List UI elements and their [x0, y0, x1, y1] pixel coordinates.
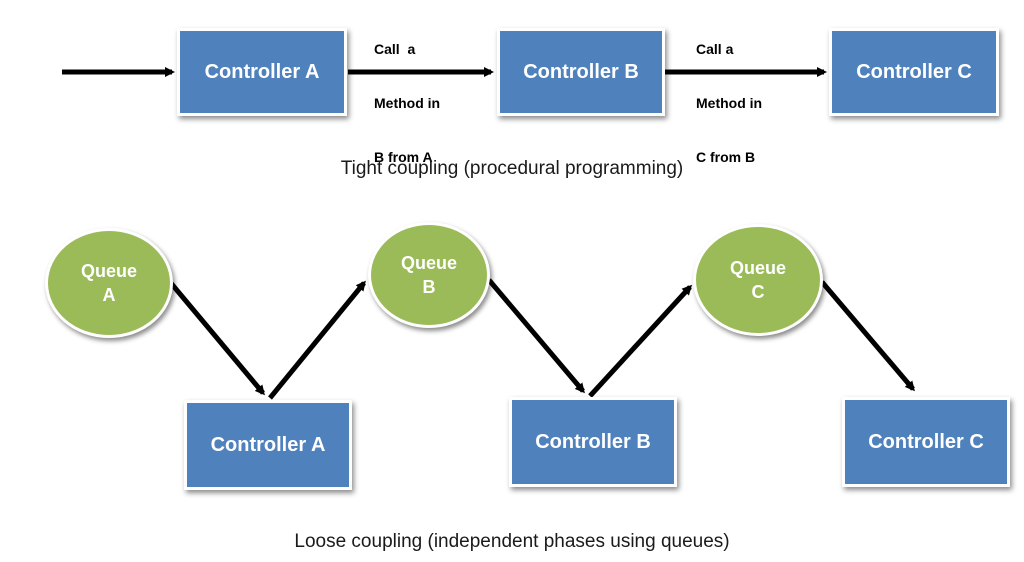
queue-c-label-line-1: Queue	[729, 258, 786, 278]
arrow-queue-b-to-controller-b	[487, 278, 585, 394]
edge-label-b-to-c: Call a Method in C from B	[696, 4, 762, 184]
edge-label-a-to-b-line-1: Call a	[374, 41, 416, 57]
tight-coupling-caption: Tight coupling (procedural programming)	[340, 158, 684, 179]
edge-label-a-to-b: Call a Method in B from A	[374, 4, 440, 184]
edge-label-b-to-c-line-3: C from B	[696, 149, 756, 165]
queue-b: Queue B	[368, 222, 490, 328]
loose-controller-a-label: Controller A	[210, 433, 326, 456]
loose-coupling-caption: Loose coupling (independent phases using…	[294, 531, 730, 552]
tight-controller-b-label: Controller B	[523, 60, 639, 83]
tight-controller-a: Controller A	[177, 28, 347, 116]
queue-b-label-line-1: Queue	[400, 253, 457, 273]
edge-label-b-to-c-line-2: Method in	[696, 95, 763, 111]
edge-label-a-to-b-line-3: B from A	[374, 149, 433, 165]
loose-controller-c: Controller C	[842, 397, 1010, 487]
edge-label-a-to-b-line-2: Method in	[374, 95, 441, 111]
tight-controller-c-label: Controller C	[856, 60, 972, 83]
tight-controller-a-label: Controller A	[204, 60, 320, 83]
loose-controller-a: Controller A	[184, 400, 352, 490]
arrow-queue-c-to-controller-c	[820, 280, 915, 392]
arrow-queue-a-to-controller-a	[168, 280, 265, 396]
loose-controller-b-label: Controller B	[535, 430, 651, 453]
loose-controller-b: Controller B	[509, 397, 677, 487]
queue-c-label-line-2: C	[751, 282, 765, 302]
arrow-controller-b-to-queue-c	[588, 284, 693, 398]
loose-controller-c-label: Controller C	[868, 430, 984, 453]
arrow-controller-a-to-queue-b	[268, 280, 366, 400]
tight-controller-b: Controller B	[497, 28, 665, 116]
queue-a: Queue A	[45, 228, 173, 338]
queue-c: Queue C	[693, 224, 823, 336]
edge-label-b-to-c-line-1: Call a	[696, 41, 734, 57]
queue-a-label-line-1: Queue	[80, 261, 137, 281]
queue-a-label-line-2: A	[102, 285, 116, 305]
tight-controller-c: Controller C	[829, 28, 999, 116]
queue-b-label-line-2: B	[422, 277, 436, 297]
